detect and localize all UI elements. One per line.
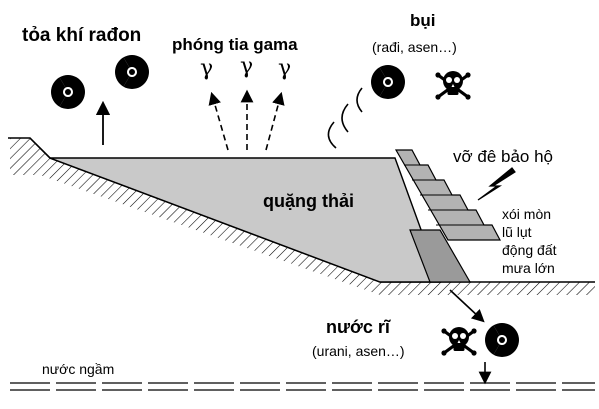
dust-wind-lines [327, 87, 363, 149]
tailings-label: quặng thải [263, 191, 354, 211]
skull-crossbones-icon [433, 69, 473, 102]
cause-erosion-label: xói mòn [502, 206, 552, 222]
radiation-trefoil-icon [364, 58, 407, 99]
tailings-body [49, 157, 441, 283]
dust-label: bụi [410, 11, 436, 30]
groundwater-label: nước ngầm [42, 361, 115, 377]
leachate-arrow [449, 289, 485, 323]
cause-heavy-rain-label: mưa lớn [502, 260, 555, 276]
skull-crossbones-icon [439, 325, 479, 358]
gamma-label: phóng tia gama [172, 35, 298, 54]
cause-earthquake-label: động đất [502, 242, 557, 258]
protective-dike [394, 149, 501, 283]
lightning-bolt-icon [477, 167, 516, 201]
radiation-trefoil-icon [478, 316, 521, 357]
gamma-symbol-icon: γ [200, 56, 214, 81]
cause-flood-label: lũ lụt [502, 224, 532, 240]
radiation-trefoil-icon [108, 48, 151, 89]
leachate-sub-label: (urani, asen…) [312, 343, 405, 359]
groundwater-lines [10, 382, 595, 391]
gamma-symbol-icon: γ [240, 54, 254, 79]
radon-label: tỏa khí rađon [22, 25, 142, 46]
gamma-symbol-icon: γ [278, 56, 292, 81]
leachate-label: nước rĩ [326, 317, 390, 337]
radiation-trefoil-icon [44, 68, 87, 109]
dike-break-label: vỡ đê bảo hộ [453, 147, 553, 166]
dust-sub-label: (rađi, asen…) [372, 39, 457, 55]
gamma-ray-arrows [208, 89, 285, 151]
